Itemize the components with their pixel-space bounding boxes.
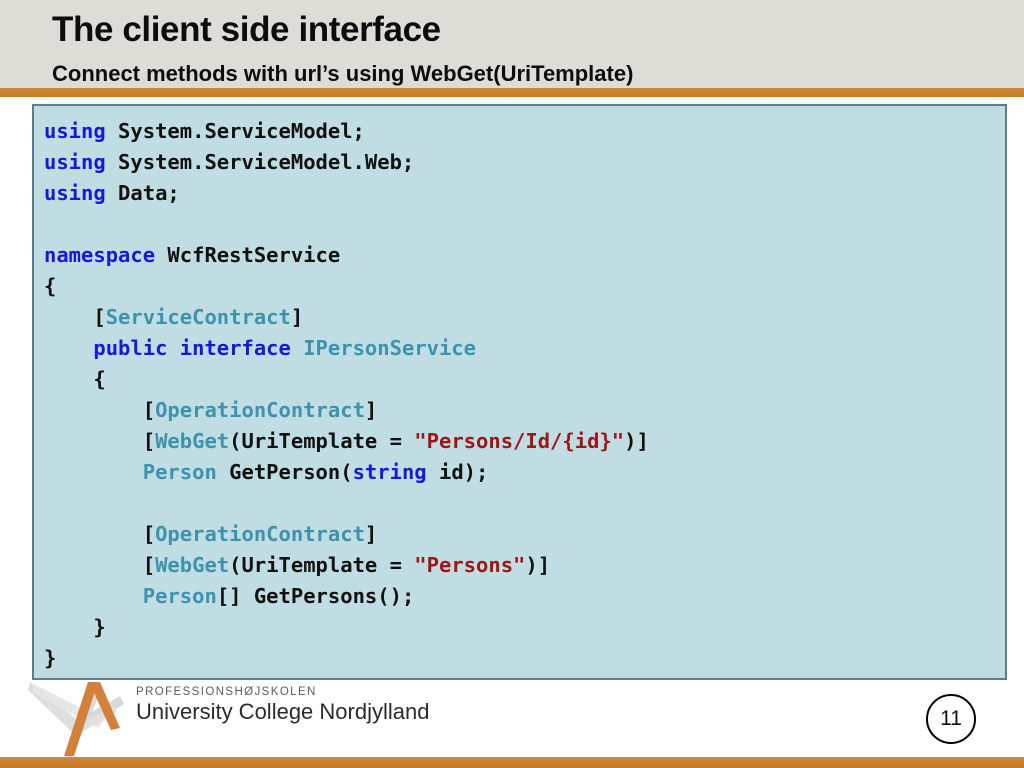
code-line: using System.ServiceModel.Web; bbox=[44, 147, 1005, 178]
ucn-logo-mark-icon bbox=[28, 676, 156, 758]
code-token: ] bbox=[364, 522, 378, 546]
code-token: [ bbox=[44, 553, 156, 577]
code-block: using System.ServiceModel;using System.S… bbox=[32, 104, 1007, 680]
code-line: [ServiceContract] bbox=[44, 302, 1005, 333]
code-token: } bbox=[44, 615, 106, 639]
code-token: "Persons/Id/{id}" bbox=[414, 429, 625, 453]
logo-institution-name: University College Nordjylland bbox=[136, 699, 430, 724]
code-line: { bbox=[44, 271, 1005, 302]
code-token: Data; bbox=[105, 181, 180, 205]
code-token: "Persons" bbox=[414, 553, 526, 577]
code-token: [ bbox=[44, 429, 156, 453]
code-token bbox=[44, 336, 93, 360]
code-token: } bbox=[44, 646, 57, 670]
code-line bbox=[44, 209, 1005, 240]
code-line: { bbox=[44, 364, 1005, 395]
header-accent-rule bbox=[0, 88, 1024, 97]
slide-footer bbox=[0, 680, 1024, 757]
code-line: using Data; bbox=[44, 178, 1005, 209]
code-token: GetPerson( bbox=[216, 460, 353, 484]
code-token: ] bbox=[364, 398, 378, 422]
code-token: OperationContract bbox=[155, 398, 365, 422]
code-listing: using System.ServiceModel;using System.S… bbox=[44, 116, 1005, 674]
page-title: The client side interface bbox=[52, 10, 441, 49]
page-number-badge: 11 bbox=[926, 694, 976, 744]
logo-eyebrow-text: PROFESSIONSHØJSKOLEN bbox=[136, 686, 317, 698]
slide-header-band bbox=[0, 0, 1024, 88]
code-token: WcfRestService bbox=[155, 243, 341, 267]
code-token: IPersonService bbox=[303, 336, 476, 360]
code-token: WebGet bbox=[155, 429, 230, 453]
code-line: using System.ServiceModel; bbox=[44, 116, 1005, 147]
code-token: using bbox=[44, 150, 106, 174]
institution-logo: PROFESSIONSHØJSKOLEN University College … bbox=[28, 676, 429, 758]
code-token: ServiceContract bbox=[105, 305, 291, 329]
code-line: } bbox=[44, 643, 1005, 674]
code-token: [ bbox=[44, 522, 156, 546]
page-number-text: 11 bbox=[940, 707, 962, 730]
code-line: } bbox=[44, 612, 1005, 643]
code-token: System.ServiceModel.Web; bbox=[105, 150, 415, 174]
logo-wordmark: PROFESSIONSHØJSKOLEN University College … bbox=[136, 686, 429, 725]
code-line: Person GetPerson(string id); bbox=[44, 457, 1005, 488]
code-token: [ bbox=[44, 398, 156, 422]
code-line: public interface IPersonService bbox=[44, 333, 1005, 364]
code-token: Person bbox=[142, 584, 217, 608]
code-line: [WebGet(UriTemplate = "Persons")] bbox=[44, 550, 1005, 581]
code-token: (UriTemplate = bbox=[229, 553, 415, 577]
code-token: [ bbox=[44, 305, 106, 329]
code-line: [OperationContract] bbox=[44, 519, 1005, 550]
code-token: { bbox=[44, 274, 57, 298]
code-token: (UriTemplate = bbox=[229, 429, 415, 453]
code-token: { bbox=[44, 367, 106, 391]
code-token: )] bbox=[525, 553, 551, 577]
code-token: WebGet bbox=[155, 553, 230, 577]
code-token: Person bbox=[142, 460, 217, 484]
code-token bbox=[44, 584, 143, 608]
code-token: OperationContract bbox=[155, 522, 365, 546]
code-token: using bbox=[44, 181, 106, 205]
code-token: id); bbox=[426, 460, 489, 484]
code-line: [OperationContract] bbox=[44, 395, 1005, 426]
code-line: namespace WcfRestService bbox=[44, 240, 1005, 271]
code-line bbox=[44, 488, 1005, 519]
code-token: System.ServiceModel; bbox=[105, 119, 365, 143]
code-token: string bbox=[352, 460, 427, 484]
code-token bbox=[291, 336, 303, 360]
page-subtitle: Connect methods with url’s using WebGet(… bbox=[52, 61, 634, 86]
code-token bbox=[44, 460, 143, 484]
footer-accent-rule bbox=[0, 757, 1024, 768]
code-line: [WebGet(UriTemplate = "Persons/Id/{id}")… bbox=[44, 426, 1005, 457]
code-token: namespace bbox=[44, 243, 156, 267]
code-token: ] bbox=[290, 305, 304, 329]
code-token: )] bbox=[624, 429, 649, 453]
code-line: Person[] GetPersons(); bbox=[44, 581, 1005, 612]
code-token: public interface bbox=[93, 336, 291, 360]
code-token: using bbox=[44, 119, 106, 143]
code-token: [] GetPersons(); bbox=[216, 584, 415, 608]
